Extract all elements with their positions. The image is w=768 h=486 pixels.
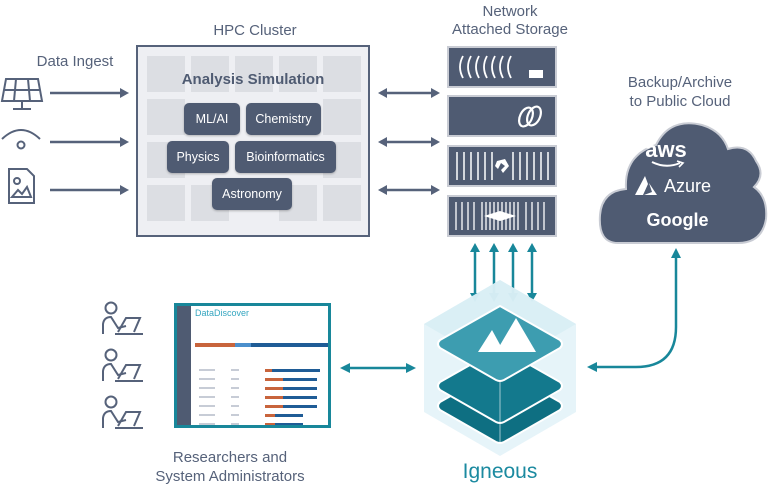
dashboard-sidebar (177, 306, 191, 425)
nas-appliance-2 (447, 95, 557, 137)
diamond-logo-icon (455, 202, 545, 230)
pure-logo-icon (456, 152, 549, 180)
igneous-cloud-arrow (587, 248, 681, 372)
nas-appliance-4 (447, 195, 557, 237)
nas-appliance-3 (447, 145, 557, 187)
user-icons (102, 301, 143, 429)
hpc-cluster-box: Analysis Simulation ML/AI Chemistry Phys… (136, 45, 370, 237)
cloud-title-line2: to Public Cloud (629, 93, 731, 110)
ingest-icons (0, 78, 44, 204)
ingest-arrows (50, 88, 129, 195)
workload-bioinformatics: Bioinformatics (235, 141, 336, 173)
researcher-at-laptop-icon (102, 395, 143, 429)
researcher-at-laptop-icon (102, 348, 143, 382)
hpc-nas-arrows (378, 88, 440, 195)
igneous-label: Igneous (462, 460, 538, 483)
azure-label: Azure (664, 176, 712, 196)
nas-appliance-1 (447, 46, 557, 88)
aws-logo: aws (645, 137, 687, 162)
datadiscover-dashboard: DataDiscover (174, 303, 331, 428)
hpc-cluster-title: HPC Cluster (213, 22, 297, 39)
users-label-line2: System Administrators (155, 468, 305, 485)
dashboard-bars (199, 369, 320, 425)
dashboard-igneous-arrow (340, 363, 416, 373)
image-file-icon (8, 168, 35, 204)
google-label: Google (646, 210, 709, 230)
dashboard-title: DataDiscover (195, 308, 250, 318)
cloud-shape (598, 122, 768, 244)
users-label-line1: Researchers and (172, 449, 288, 466)
researcher-at-laptop-icon (102, 301, 143, 335)
analysis-simulation-heading: Analysis Simulation (181, 71, 325, 88)
data-ingest-title: Data Ingest (36, 53, 114, 70)
wave-logo-icon (459, 55, 543, 79)
nas-title-line2: Attached Storage (452, 21, 568, 38)
workload-ml-ai: ML/AI (184, 103, 240, 135)
aws-smile-icon (651, 160, 685, 168)
workload-physics: Physics (167, 141, 229, 173)
wireless-signal-icon (1, 129, 41, 150)
nas-title-line1: Network (482, 3, 538, 20)
workload-astronomy: Astronomy (212, 178, 292, 210)
workload-chemistry: Chemistry (246, 103, 321, 135)
cloud-title-line1: Backup/Archive (627, 74, 733, 91)
igneous-logo-icon (424, 280, 576, 456)
solar-panel-icon (0, 78, 44, 110)
rings-logo-icon (518, 105, 542, 128)
azure-logo-icon (635, 176, 657, 195)
